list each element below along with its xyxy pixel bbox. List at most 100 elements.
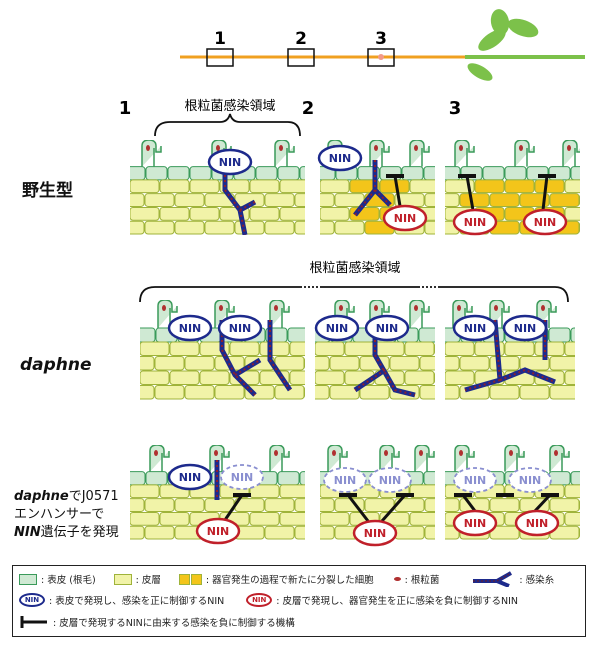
- root-hair: [274, 140, 295, 167]
- cortex-cell: [445, 370, 475, 385]
- cortex-cell: [394, 525, 425, 540]
- epidermis-swatch: [19, 573, 37, 585]
- cortex-cell: [595, 485, 600, 498]
- cortex-cell: [140, 385, 155, 400]
- nin-epidermis-oval: [167, 463, 213, 491]
- epidermis-cell: [130, 166, 146, 181]
- rhizobium: [219, 305, 223, 311]
- cortex-cell: [199, 370, 230, 385]
- cortex-cell: [564, 179, 580, 194]
- cortex-cell: [100, 207, 129, 220]
- cortex-cell: [564, 511, 580, 526]
- rhizobium: [494, 305, 498, 311]
- cortex-cell: [294, 525, 305, 540]
- cortex-cell: [315, 356, 330, 371]
- epidermis-cell: [423, 166, 435, 181]
- nin-cortex-oval: [382, 204, 428, 232]
- cortex-cell: [169, 370, 200, 385]
- cortex-cell: [519, 356, 550, 371]
- cortex-cell: [409, 511, 435, 526]
- cortex-cell: [534, 341, 565, 356]
- cortex-cell: [100, 180, 129, 193]
- tissue-panel: NIN: [100, 140, 305, 235]
- cortex-cell: [279, 484, 305, 499]
- infection-zone-brace-1: [154, 113, 301, 137]
- nin-epidermis-oval: [207, 148, 253, 176]
- cortex-cell: [144, 193, 175, 207]
- rhizobium: [339, 305, 343, 311]
- cortex-cell: [144, 498, 175, 512]
- root-hair: [454, 140, 475, 167]
- cortex-cell: [364, 498, 395, 512]
- nin-label: NIN: [179, 322, 202, 335]
- cortex-cell: [154, 356, 185, 371]
- cortex-cell: [264, 220, 295, 235]
- cortex-cell: [169, 341, 200, 356]
- cortex-cell: [445, 356, 460, 371]
- cortex-cell: [424, 220, 435, 235]
- rhizobium: [274, 450, 278, 456]
- nin-label: NIN: [334, 474, 357, 487]
- cortex-cell: [140, 370, 170, 385]
- cortex-cell: [579, 222, 580, 233]
- nin-faint-oval: [508, 467, 552, 493]
- cortex-cell: [130, 179, 160, 194]
- rhizobium: [374, 145, 378, 151]
- cortex-cell: [580, 386, 600, 400]
- nin-cortex-oval: [195, 517, 241, 545]
- cortex-cell: [320, 525, 335, 540]
- inhibition-line: [346, 494, 370, 522]
- cortex-cell: [144, 525, 175, 540]
- cortex-cell: [174, 220, 205, 235]
- nin-faint-oval: [368, 467, 412, 493]
- root-hair: [549, 445, 570, 472]
- cortex-cell: [320, 179, 350, 194]
- nin-label: NIN: [364, 527, 387, 540]
- nin-label: NIN: [229, 322, 252, 335]
- legend-new-cells: : 器官発生の過程で新たに分裂した細胞: [205, 575, 374, 586]
- tissue-panel: NIN NIN: [140, 300, 305, 400]
- nin-epidermis-oval: [452, 314, 498, 342]
- cortex-cell: [329, 385, 360, 400]
- rhizobium: [332, 450, 336, 456]
- cortex-cell: [334, 193, 365, 207]
- nin-epidermis-oval: [314, 314, 360, 342]
- inhibition-line: [393, 175, 402, 207]
- cortex-cell: [320, 193, 335, 207]
- epidermis-cell: [423, 471, 435, 486]
- nin-label: NIN: [219, 156, 242, 169]
- cortex-cell: [409, 484, 435, 499]
- rhizobium: [374, 305, 378, 311]
- epidermis-cell: [189, 166, 212, 181]
- cortex-cell: [564, 484, 580, 499]
- cortex-cell: [409, 179, 435, 194]
- cortex-cell: [389, 356, 420, 371]
- rescue-line2: エンハンサーで: [14, 507, 105, 522]
- rhizobium: [457, 305, 461, 311]
- cortex-cell: [329, 356, 360, 371]
- inhibition-line: [461, 494, 477, 512]
- nin-label: NIN: [326, 322, 349, 335]
- cortex-cell: [264, 525, 295, 540]
- legend-infection-thread: : 感染糸: [519, 575, 555, 586]
- root-hair: [514, 140, 535, 167]
- nin-cortex-oval: [352, 519, 398, 547]
- nin-label: NIN: [526, 517, 549, 530]
- legend-epidermis: : 表皮 (根毛): [41, 575, 96, 586]
- cortex-cell: [279, 511, 305, 526]
- epidermis-cell: [145, 166, 168, 181]
- nin-cortex-oval: [452, 208, 498, 236]
- rescue-nin: NIN: [14, 525, 41, 540]
- cortex-cell: [130, 484, 160, 499]
- rhizobium: [509, 450, 513, 456]
- cortex-cell: [595, 371, 600, 385]
- rhizobium: [279, 145, 283, 151]
- cortex-cell: [404, 370, 435, 385]
- new-cell: [349, 179, 380, 194]
- rhizobia-icon: [393, 577, 401, 581]
- legend-rhizobia: : 根粒菌: [404, 575, 440, 586]
- rhizobium: [414, 305, 418, 311]
